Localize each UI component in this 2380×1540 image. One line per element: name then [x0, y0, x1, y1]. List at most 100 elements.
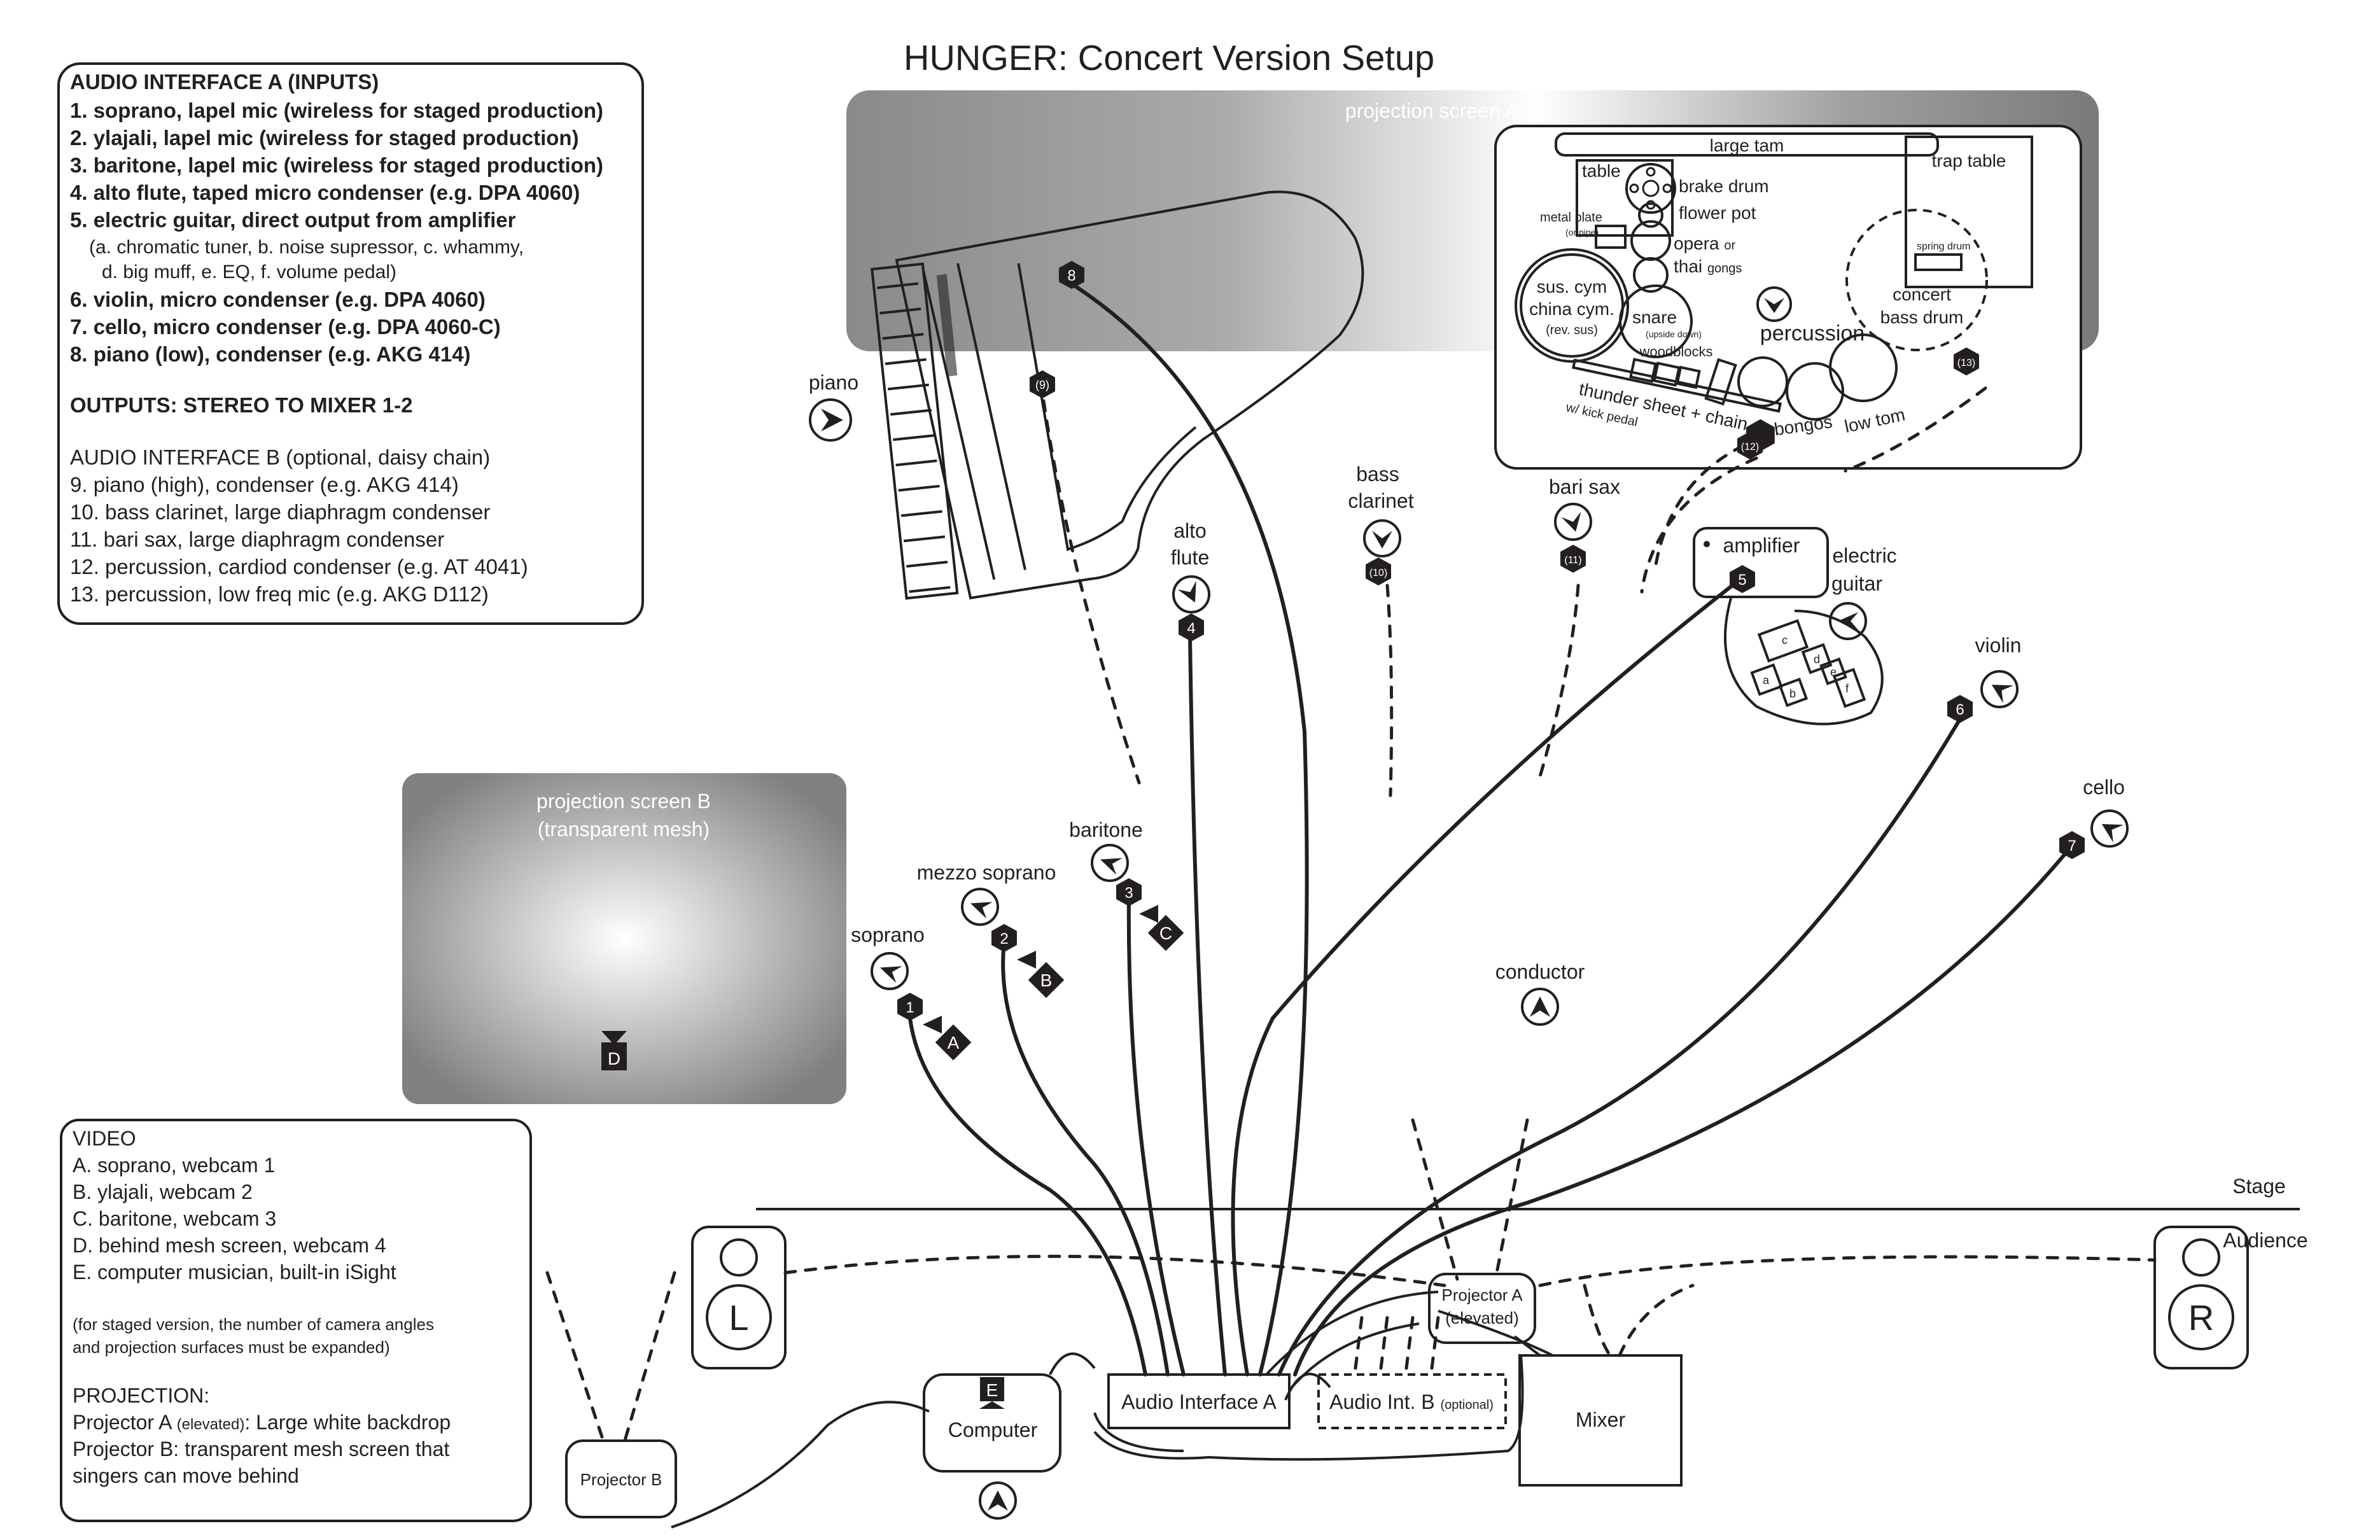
- baritone-label: baritone: [1069, 818, 1143, 841]
- metal-plate: [1595, 225, 1627, 249]
- electric-guitar-label-1: electric: [1832, 544, 1896, 567]
- legend-audio-2: 2. ylajali, lapel mic (wireless for stag…: [70, 126, 579, 150]
- woodblock-stand: [1704, 358, 1737, 406]
- bass-drum-label: bass drum: [1880, 307, 1964, 327]
- legend-video-a: A. soprano, webcam 1: [73, 1154, 275, 1177]
- woodblocks: [1629, 358, 1701, 389]
- mic-badge-3: 3: [1116, 878, 1142, 906]
- snare-label: snare: [1632, 307, 1677, 327]
- legend-audio-10: 10. bass clarinet, large diaphragm conde…: [70, 500, 490, 524]
- concert-bass-drum: [1845, 209, 1988, 351]
- bass-clarinet-position: bass clarinet: [1348, 463, 1414, 557]
- speaker-right: R: [2153, 1226, 2249, 1369]
- china-cym-label: china cym.: [1529, 299, 1614, 319]
- bass-clarinet-label-1: bass: [1356, 463, 1399, 486]
- audio-interface-a: Audio Interface A: [1107, 1373, 1291, 1429]
- legend-audio-5: 5. electric guitar, direct output from a…: [70, 208, 516, 232]
- woodblocks-label: woodblocks: [1639, 344, 1713, 360]
- mic-badge-9: (9): [1030, 370, 1055, 398]
- trap-table-label: trap table: [1932, 151, 2006, 171]
- webcam-b: B: [1017, 951, 1065, 998]
- video-legend: VIDEO A. soprano, webcam 1 B. ylajali, w…: [60, 1119, 532, 1522]
- projector-b: Projector B: [565, 1439, 677, 1518]
- projection-screen-a-label: projection screen A: [1345, 99, 1519, 122]
- webcam-c-label: C: [1159, 923, 1172, 943]
- alto-flute-label-1: alto: [1173, 519, 1207, 542]
- mic-badge-12-label: (12): [1741, 442, 1759, 452]
- mic-badge-8: 8: [1059, 261, 1084, 289]
- percussion-label: percussion: [1760, 321, 1865, 346]
- webcam-a: A: [923, 1016, 972, 1061]
- mic-badge-6: 6: [1947, 695, 1973, 723]
- speaker-left: L: [691, 1226, 787, 1369]
- mic-badge-10-label: (10): [1369, 568, 1387, 578]
- projector-a: Projector A (elevated): [1428, 1273, 1536, 1344]
- bari-sax-position: bari sax: [1549, 475, 1620, 541]
- bass-clarinet-label-2: clarinet: [1348, 489, 1413, 512]
- cello-position: cello: [2083, 776, 2129, 848]
- audio-b-cables: [1042, 386, 1987, 797]
- amplifier-label: amplifier: [1723, 534, 1800, 557]
- soprano-label: soprano: [851, 923, 925, 946]
- stage-label: Stage: [2232, 1175, 2286, 1198]
- legend-projection-header: PROJECTION:: [73, 1384, 209, 1407]
- pedal-c: c: [1782, 634, 1788, 647]
- webcam-d: D: [601, 1031, 627, 1070]
- legend-audio-6: 6. violin, micro condenser (e.g. DPA 406…: [70, 288, 486, 311]
- audience-label: Audience: [2223, 1229, 2307, 1252]
- thunder-sheet: [1571, 358, 1782, 413]
- webcam-c: C: [1139, 905, 1184, 951]
- sus-cym-label: sus. cym: [1537, 277, 1607, 297]
- interface-b-dashes: [1354, 1315, 1440, 1370]
- legend-audio-7: 7. cello, micro condenser (e.g. DPA 4060…: [70, 315, 501, 339]
- alto-flute-position: alto flute: [1171, 519, 1210, 613]
- mic-badge-12: (12): [1737, 431, 1763, 459]
- brake-drum: [1625, 163, 1676, 214]
- legend-video-c: C. baritone, webcam 3: [73, 1207, 276, 1230]
- percussion-area: large tam table trap table metal plate (…: [1494, 125, 2082, 470]
- speaker-left-label: L: [729, 1298, 748, 1338]
- audio-legend: AUDIO INTERFACE A (INPUTS) 1. soprano, l…: [57, 62, 644, 625]
- trap-table: [1905, 136, 2033, 288]
- snare-drum: [1619, 284, 1693, 358]
- mic-badge-5: 5: [1730, 565, 1755, 593]
- legend-audio-5c: d. big muff, e. EQ, f. volume pedal): [102, 262, 396, 283]
- conductor-label: conductor: [1495, 960, 1585, 983]
- mic-badge-5-label: 5: [1738, 571, 1746, 589]
- mic-badge-8-label: 8: [1067, 267, 1075, 284]
- concert-label: concert: [1893, 284, 1951, 304]
- pedal-b: b: [1789, 687, 1796, 700]
- bongo-1: [1737, 356, 1788, 407]
- legend-video-b: B. ylajali, webcam 2: [73, 1180, 253, 1203]
- mic-badge-9-label: (9): [1035, 379, 1049, 391]
- baritone-position: baritone: [1069, 818, 1143, 882]
- mezzo-soprano-position: mezzo soprano: [917, 861, 1056, 926]
- mic-badge-2-label: 2: [1000, 930, 1008, 948]
- flower-pot-label: flower pot: [1679, 203, 1756, 223]
- percussion-position: [1756, 286, 1792, 322]
- mic-badge-11: (11): [1560, 545, 1586, 573]
- page-title: HUNGER: Concert Version Setup: [904, 38, 1434, 78]
- bari-sax-label: bari sax: [1549, 475, 1620, 498]
- webcam-e: E: [979, 1377, 1005, 1409]
- legend-projector-b-2: singers can move behind: [73, 1464, 299, 1487]
- alto-flute-label-2: flute: [1171, 546, 1209, 569]
- audio-interface-b: Audio Int. B (optional): [1317, 1373, 1507, 1429]
- legend-audio-1: 1. soprano, lapel mic (wireless for stag…: [70, 99, 603, 122]
- legend-audio-12: 12. percussion, cardiod condenser (e.g. …: [70, 555, 528, 578]
- legend-audio-3: 3. baritone, lapel mic (wireless for sta…: [70, 153, 603, 177]
- soprano-position: soprano: [851, 923, 925, 990]
- computer-musician-position: [979, 1481, 1017, 1520]
- mixer-label: Mixer: [1576, 1408, 1626, 1431]
- conductor-position: conductor: [1495, 960, 1585, 1026]
- webcam-badges: A B C: [923, 905, 1184, 1061]
- mic-badge-2: 2: [991, 924, 1017, 952]
- upside-down-label: (upside down): [1646, 329, 1702, 339]
- pedal-e: e: [1830, 666, 1837, 678]
- projector-a-label-2: (elevated): [1445, 1308, 1519, 1327]
- piano-keys: [877, 282, 951, 593]
- table-label: table: [1582, 161, 1621, 181]
- legend-projector-b-1: Projector B: transparent mesh screen tha…: [73, 1438, 449, 1460]
- mic-badge-10: (10): [1366, 557, 1391, 585]
- legend-video-header: VIDEO: [73, 1127, 136, 1150]
